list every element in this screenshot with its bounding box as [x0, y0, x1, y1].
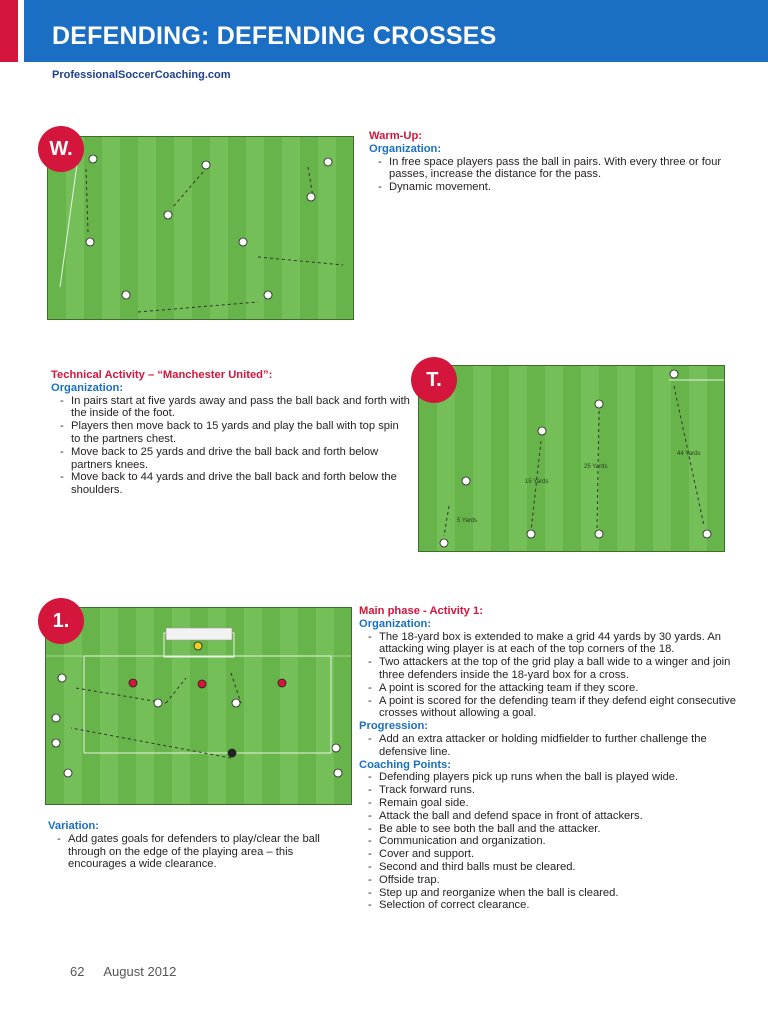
page-number: 62 — [70, 964, 85, 979]
list-item: Add an extra attacker or holding midfiel… — [359, 733, 744, 759]
warmup-badge: W. — [38, 126, 84, 172]
list-item: In free space players pass the ball in p… — [369, 156, 739, 182]
warmup-diagram — [47, 136, 354, 320]
site-link[interactable]: ProfessionalSoccerCoaching.com — [52, 69, 231, 81]
list-item: Offside trap. — [359, 874, 744, 887]
list-item: Attack the ball and defend space in fron… — [359, 810, 744, 823]
variation-text: Variation: Add gates goals for defenders… — [48, 820, 338, 871]
main-text: Main phase - Activity 1: Organization: T… — [359, 605, 744, 912]
technical-org-heading: Organization: — [51, 381, 124, 394]
header-divider — [18, 0, 24, 62]
list-item: Add gates goals for defenders to play/cl… — [48, 833, 338, 871]
main-org-heading: Organization: — [359, 617, 432, 630]
list-item: Remain goal side. — [359, 797, 744, 810]
warmup-diagram-drawing — [59, 154, 344, 313]
list-item: A point is scored for the defending team… — [359, 695, 744, 721]
main-diagram-drawing — [46, 627, 351, 778]
page-footer: 62 August 2012 — [70, 964, 192, 979]
progression-bullets: Add an extra attacker or holding midfiel… — [359, 733, 744, 759]
coaching-bullets: Defending players pick up runs when the … — [359, 771, 744, 912]
diagram-label: 25 Yards — [584, 464, 607, 470]
main-heading: Main phase - Activity 1: — [359, 605, 483, 617]
technical-diagram: 5 Yards 15 Yards 25 Yards 44 Yards — [418, 365, 725, 552]
progression-heading: Progression: — [359, 720, 429, 733]
diagram-label: 5 Yards — [457, 518, 477, 524]
list-item: Communication and organization. — [359, 835, 744, 848]
list-item: Players then move back to 15 yards and p… — [51, 420, 411, 446]
warmup-heading: Warm-Up: — [369, 130, 423, 142]
header-red-tab — [0, 0, 18, 62]
list-item: The 18-yard box is extended to make a gr… — [359, 631, 744, 657]
technical-text: Technical Activity – “Manchester United”… — [51, 369, 411, 497]
diagram-label: 15 Yards — [525, 479, 548, 485]
list-item: Move back to 44 yards and drive the ball… — [51, 471, 411, 497]
list-item: Step up and reorganize when the ball is … — [359, 887, 744, 900]
list-item: Two attackers at the top of the grid pla… — [359, 656, 744, 682]
page-title: DEFENDING: DEFENDING CROSSES — [52, 22, 497, 50]
warmup-text: Warm-Up: Organization: In free space pla… — [369, 130, 739, 194]
issue-date: August 2012 — [103, 964, 177, 979]
list-item: Track forward runs. — [359, 784, 744, 797]
warmup-org-heading: Organization: — [369, 142, 442, 155]
header-band — [0, 0, 768, 62]
list-item: Dynamic movement. — [369, 181, 739, 194]
technical-diagram-drawing: 5 Yards 15 Yards 25 Yards 44 Yards — [439, 369, 724, 548]
list-item: Be able to see both the ball and the att… — [359, 823, 744, 836]
list-item: Cover and support. — [359, 848, 744, 861]
list-item: Second and third balls must be cleared. — [359, 861, 744, 874]
diagram-label: 44 Yards — [677, 451, 700, 457]
coaching-heading: Coaching Points: — [359, 758, 451, 771]
technical-heading: Technical Activity – “Manchester United”… — [51, 369, 273, 381]
main-org-bullets: The 18-yard box is extended to make a gr… — [359, 631, 744, 721]
header-blue-strip — [24, 0, 36, 62]
list-item: Defending players pick up runs when the … — [359, 771, 744, 784]
list-item: Selection of correct clearance. — [359, 899, 744, 912]
list-item: Move back to 25 yards and drive the ball… — [51, 446, 411, 472]
main-badge: 1. — [38, 598, 84, 644]
warmup-bullets: In free space players pass the ball in p… — [369, 156, 739, 194]
variation-heading: Variation: — [48, 820, 99, 832]
technical-bullets: In pairs start at five yards away and pa… — [51, 395, 411, 497]
technical-badge: T. — [411, 357, 457, 403]
variation-bullets: Add gates goals for defenders to play/cl… — [48, 833, 338, 871]
list-item: In pairs start at five yards away and pa… — [51, 395, 411, 421]
list-item: A point is scored for the attacking team… — [359, 682, 744, 695]
main-diagram — [45, 607, 352, 805]
